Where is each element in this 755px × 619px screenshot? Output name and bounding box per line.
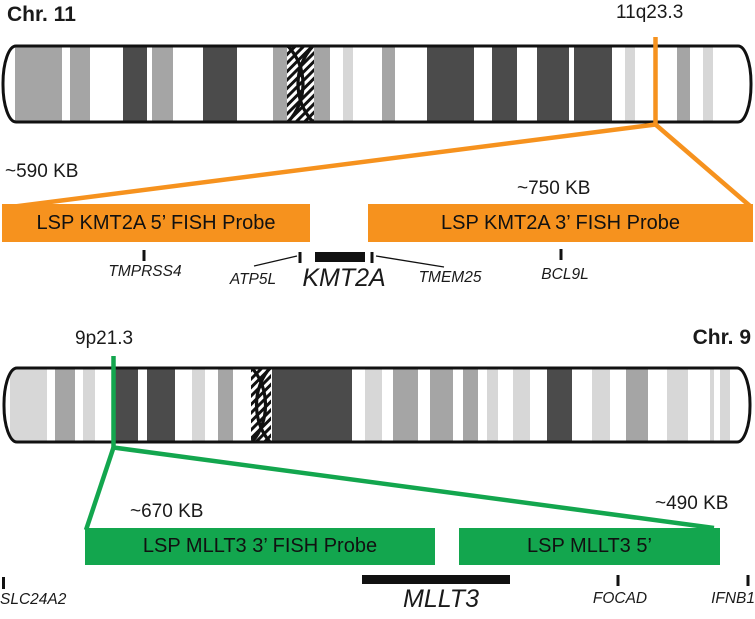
chr11-centromere-hatch <box>287 46 314 122</box>
chr9-centromere-hatch <box>251 368 271 442</box>
atp5l-tick <box>298 252 302 263</box>
kmt2a-3p-probe-box: LSP KMT2A 3’ FISH Probe <box>368 204 753 242</box>
mllt3-extent-bar <box>362 575 510 584</box>
tmem25-leader-line <box>375 255 445 268</box>
chr11-ideogram <box>1 44 753 124</box>
chr9-outline <box>2 366 752 444</box>
chr9-title: Chr. 9 <box>692 326 751 349</box>
chr11-outline <box>1 44 753 124</box>
chr9-ideogram <box>2 366 752 444</box>
chr11-centromere-pinch <box>286 44 315 124</box>
locus-connector-9p21 <box>83 356 715 531</box>
gene-label-slc24a2: SLC24A2 <box>0 591 67 608</box>
kmt2a-5p-probe-box: LSP KMT2A 5’ FISH Probe <box>2 204 310 242</box>
gene-label-ifnb1: IFNB1 <box>711 590 755 607</box>
mllt3-5p-probe-box: LSP MLLT3 5’ <box>459 528 720 565</box>
gene-label-tmem25: TMEM25 <box>418 269 482 286</box>
ifnb1-tick <box>746 575 750 586</box>
kmt2a-5p-probe-size: ~590 KB <box>5 161 79 182</box>
gene-label-focad: FOCAD <box>592 590 648 607</box>
mllt3-3p-probe-size: ~670 KB <box>130 501 204 522</box>
slc24a2-tick <box>2 577 5 589</box>
atp5l-leader-line <box>253 255 298 267</box>
gene-label-mllt3: MLLT3 <box>403 585 479 613</box>
chr11-locus-label: 11q23.3 <box>616 2 684 23</box>
gene-label-tmprss4: TMPRSS4 <box>108 263 182 280</box>
tmprss4-tick <box>142 250 146 261</box>
kmt2a-right-tick <box>370 252 374 263</box>
kmt2a-gene-track <box>142 249 563 268</box>
locus-connector-11q23 <box>6 37 752 210</box>
focad-tick <box>616 575 620 586</box>
kmt2a-3p-probe-size: ~750 KB <box>517 178 591 199</box>
chr9-centromere-pinch <box>250 366 272 444</box>
gene-label-kmt2a: KMT2A <box>302 264 386 292</box>
gene-label-atp5l: ATP5L <box>229 271 277 288</box>
chr11-bands <box>15 46 713 122</box>
chr9-locus-label: 9p21.3 <box>75 328 134 349</box>
chr9-bands <box>10 368 730 442</box>
chr11-title: Chr. 11 <box>7 3 76 26</box>
mllt3-5p-probe-size: ~490 KB <box>655 493 729 514</box>
bcl9l-tick <box>559 249 563 260</box>
mllt3-3p-probe-box: LSP MLLT3 3’ FISH Probe <box>85 528 435 565</box>
gene-label-bcl9l: BCL9L <box>541 266 589 283</box>
mllt3-gene-track <box>2 575 750 589</box>
kmt2a-extent-bar <box>315 252 365 262</box>
